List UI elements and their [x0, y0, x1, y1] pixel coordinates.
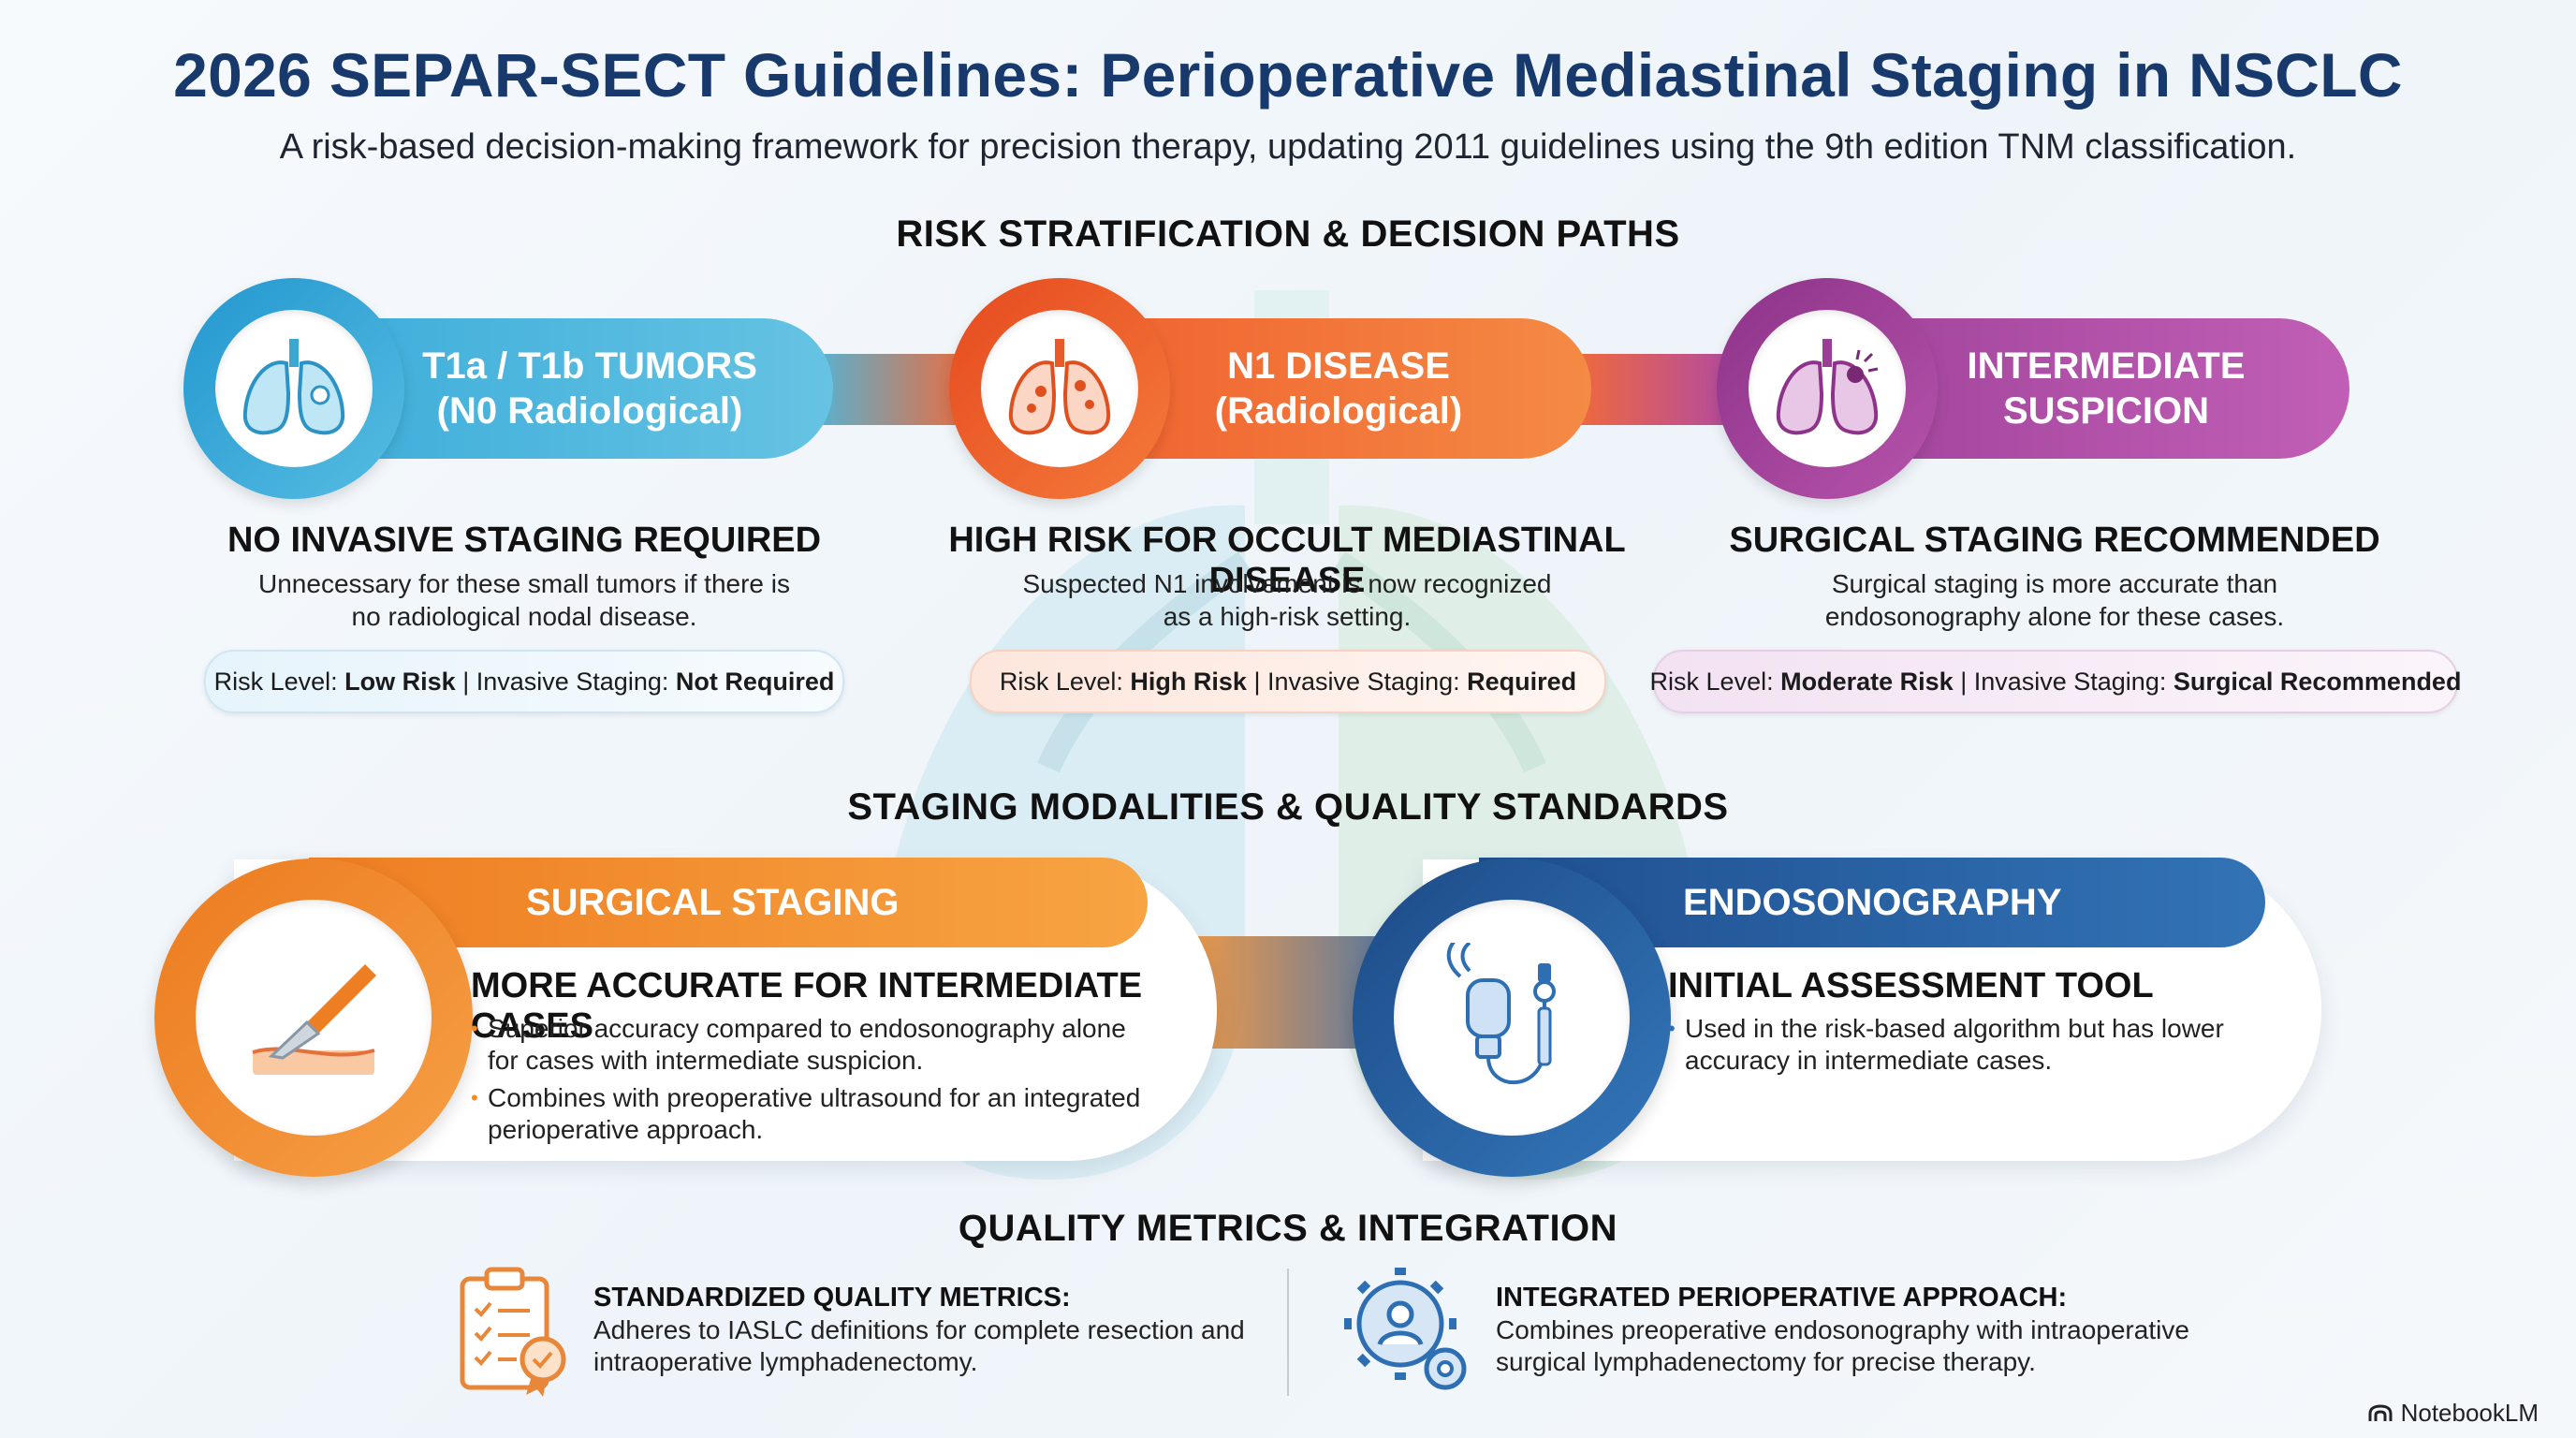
lungs-tumor-icon — [1776, 339, 1879, 435]
endosonography-bullets: Used in the risk-based algorithm but has… — [1668, 1013, 2267, 1077]
endosonography-icon-ring — [1353, 858, 1671, 1177]
endosonography-title: INITIAL ASSESSMENT TOOL — [1668, 966, 2154, 1005]
bullet-item: Superior accuracy compared to endosonogr… — [471, 1013, 1182, 1077]
surgical-staging-icon-ring — [154, 858, 473, 1177]
metric-2-heading: INTEGRATED PERIOPERATIVE APPROACH: — [1496, 1283, 2068, 1313]
scalpel-icon — [252, 964, 376, 1075]
connector-1-2 — [805, 354, 973, 425]
surgical-staging-header: SURGICAL STAGING — [309, 858, 1148, 947]
brand-watermark: NotebookLM — [2367, 1399, 2539, 1428]
connector-2-3 — [1573, 354, 1741, 425]
metric-1-heading: STANDARDIZED QUALITY METRICS: — [593, 1283, 1071, 1313]
risk-path-3-badge: Risk Level: Moderate Risk | Invasive Sta… — [1650, 650, 2461, 713]
risk-path-1-description: Unnecessary for these small tumors if th… — [258, 569, 790, 631]
lungs-nodes-icon — [1008, 339, 1111, 435]
risk-path-3-icon-ring — [1717, 278, 1938, 499]
risk-path-2-description: Suspected N1 involvement is now recogniz… — [1022, 569, 1552, 631]
endoscope-icon — [1446, 943, 1556, 1085]
risk-path-3-heading: SURGICAL STAGING RECOMMENDED — [1729, 521, 2380, 560]
metric-1-body: Adheres to IASLC definitions for complet… — [593, 1315, 1245, 1376]
risk-path-2-icon-ring — [949, 278, 1170, 499]
section-heading-quality: QUALITY METRICS & INTEGRATION — [958, 1208, 1618, 1249]
risk-path-1-icon-ring — [183, 278, 404, 499]
risk-path-2-badge: Risk Level: High Risk | Invasive Staging… — [970, 650, 1606, 713]
bullet-item: Combines with preoperative ultrasound fo… — [471, 1082, 1182, 1146]
risk-path-2-heading: HIGH RISK FOR OCCULT MEDIASTINAL DISEASE — [948, 521, 1626, 600]
risk-path-1-label: T1a / T1b TUMORS(N0 Radiological) — [422, 345, 757, 432]
metric-2-body: Combines preoperative endosonography wit… — [1496, 1315, 2189, 1376]
gears-person-icon — [1344, 1268, 1467, 1390]
metrics-divider — [1287, 1269, 1289, 1396]
section-heading-risk: RISK STRATIFICATION & DECISION PATHS — [896, 213, 1680, 255]
surgical-staging-bullets: Superior accuracy compared to endosonogr… — [471, 1013, 1182, 1146]
risk-path-1-heading: NO INVASIVE STAGING REQUIRED — [227, 521, 822, 560]
clipboard-badge-icon — [460, 1267, 566, 1397]
page-subtitle: A risk-based decision-making framework f… — [279, 127, 2297, 167]
risk-path-1-badge: Risk Level: Low Risk | Invasive Staging:… — [204, 650, 844, 713]
lungs-nodule-icon — [242, 339, 345, 435]
notebooklm-logo-icon — [2368, 1403, 2393, 1421]
section-heading-modalities: STAGING MODALITIES & QUALITY STANDARDS — [847, 786, 1729, 828]
page-title: 2026 SEPAR-SECT Guidelines: Perioperativ… — [173, 40, 2403, 110]
risk-path-2-label: N1 DISEASE(Radiological) — [1214, 345, 1463, 432]
bullet-item: Used in the risk-based algorithm but has… — [1668, 1013, 2267, 1077]
